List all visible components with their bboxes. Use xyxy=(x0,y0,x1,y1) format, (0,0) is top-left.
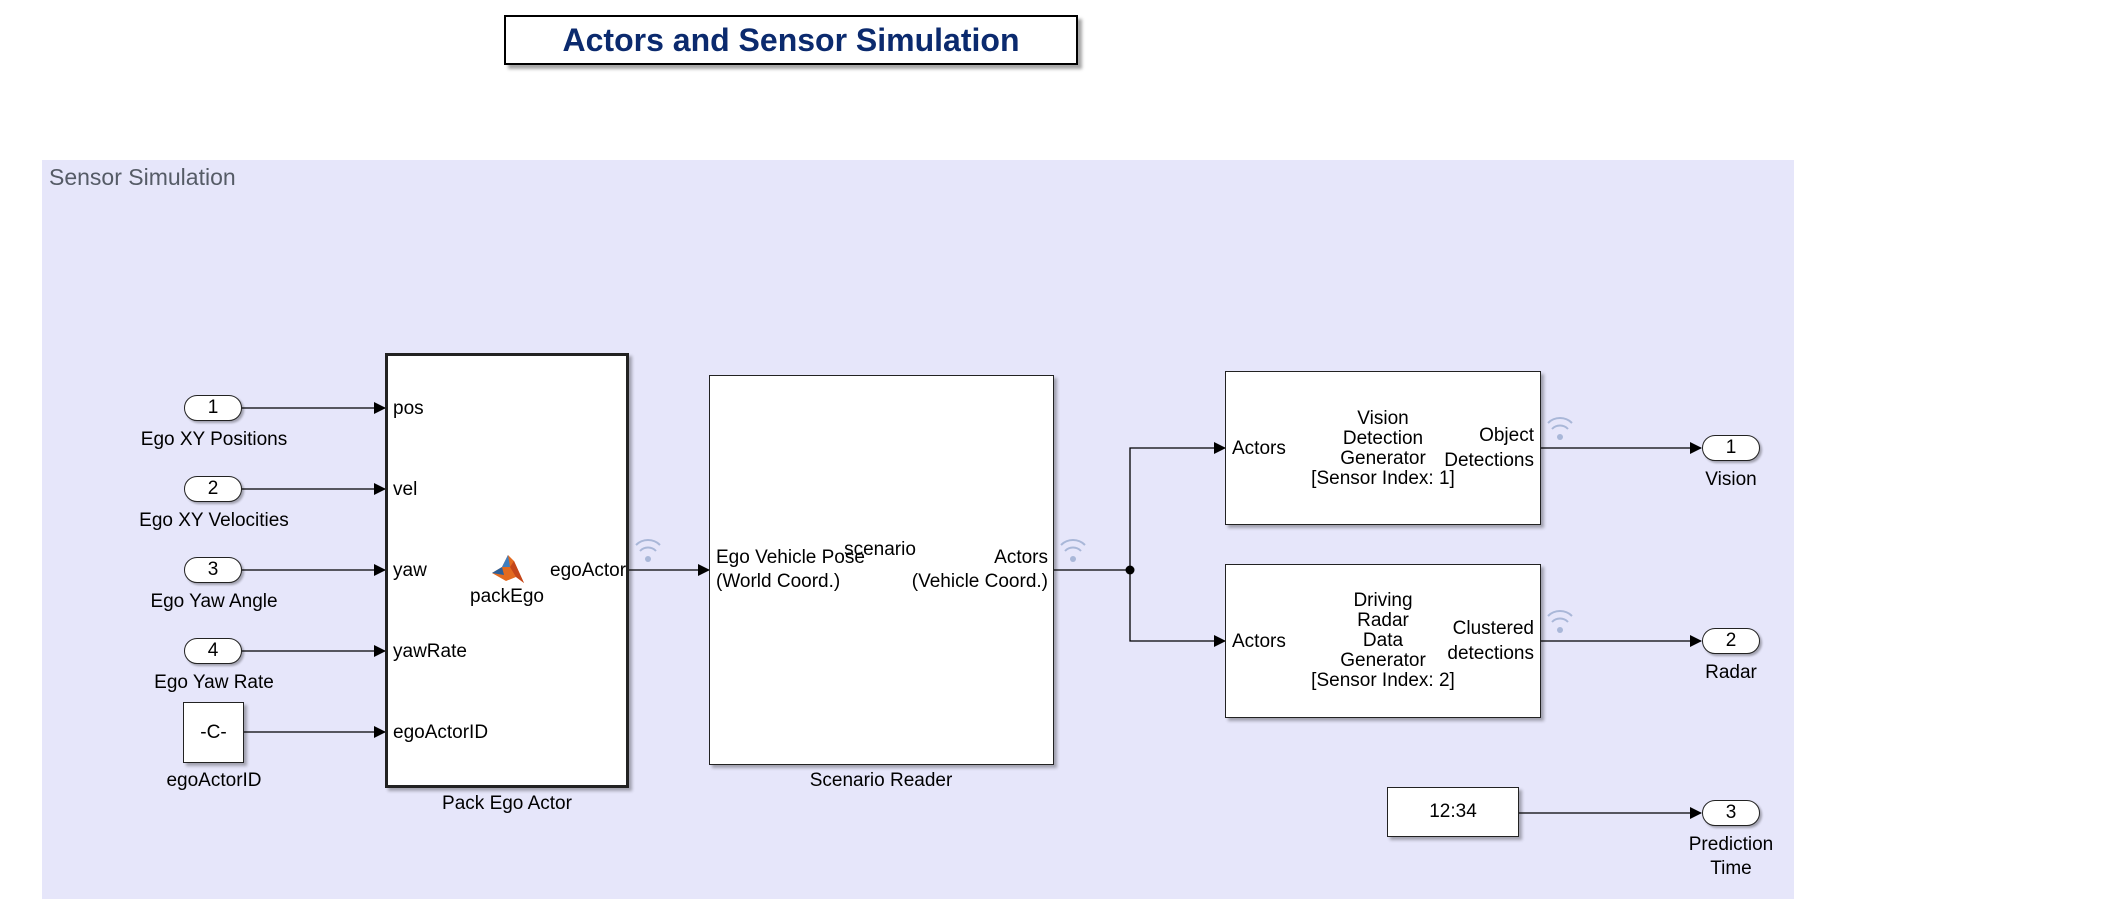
signal-log-icon-vision xyxy=(1547,417,1573,440)
scenario-reader-label: Scenario Reader xyxy=(809,770,953,791)
radar-input-actors: Actors xyxy=(1232,631,1286,652)
pack-ego-input-yaw: yaw xyxy=(393,560,427,581)
radar-output-line1: Clustered xyxy=(1452,618,1534,639)
radar-title-line3: Data xyxy=(1362,630,1404,651)
vision-detection-generator-block[interactable] xyxy=(1225,371,1541,525)
wire-actors-radar xyxy=(1129,570,1226,647)
driving-radar-data-generator-block[interactable] xyxy=(1225,564,1541,718)
outport-1-number: 1 xyxy=(1725,437,1737,458)
radar-title-line1: Driving xyxy=(1353,590,1413,611)
signal-log-icon-actors xyxy=(1060,539,1086,562)
inport-1-number: 1 xyxy=(207,397,219,418)
vision-title-line4: [Sensor Index: 1] xyxy=(1311,468,1455,489)
pack-ego-input-egoactorid: egoActorID xyxy=(393,722,489,743)
wire-actors-vision xyxy=(1129,442,1226,570)
radar-title-line5: [Sensor Index: 2] xyxy=(1311,670,1455,691)
pack-ego-output-egoactor: egoActor xyxy=(550,560,627,581)
inport-3[interactable]: 3 xyxy=(184,557,242,583)
inport-1-label: Ego XY Positions xyxy=(140,429,288,450)
scenario-reader-output-line1: Actors xyxy=(994,547,1048,568)
pack-ego-input-yawrate: yawRate xyxy=(393,641,467,662)
clock-value: 12:34 xyxy=(1429,801,1477,822)
constant-label: egoActorID xyxy=(166,770,262,791)
vision-title-line1: Vision xyxy=(1357,408,1409,429)
inport-2-number: 2 xyxy=(207,478,219,499)
radar-output-line2: detections xyxy=(1447,643,1534,664)
outport-3-label-line1: Prediction xyxy=(1688,834,1774,855)
constant-value: -C- xyxy=(200,721,227,743)
vision-output-line2: Detections xyxy=(1444,450,1534,471)
inport-4-number: 4 xyxy=(207,640,219,661)
outport-3[interactable]: 3 xyxy=(1702,800,1760,826)
inport-3-label: Ego Yaw Angle xyxy=(150,591,278,612)
pack-ego-actor-label: Pack Ego Actor xyxy=(442,793,572,814)
diagram-title: Actors and Sensor Simulation xyxy=(504,15,1078,65)
vision-input-actors: Actors xyxy=(1232,438,1286,459)
branch-point xyxy=(1125,565,1135,575)
scenario-reader-input-line2: (World Coord.) xyxy=(716,571,841,592)
scenario-reader-block[interactable] xyxy=(709,375,1054,765)
vision-title-line3: Generator xyxy=(1340,448,1426,469)
pack-ego-function-name: packEgo xyxy=(470,586,544,607)
area-label: Sensor Simulation xyxy=(49,164,236,190)
outport-2[interactable]: 2 xyxy=(1702,628,1760,654)
signal-log-icon-egoactor xyxy=(635,539,661,562)
signal-log-icon-radar xyxy=(1547,610,1573,633)
constant-block[interactable]: -C- xyxy=(183,702,244,763)
outport-2-number: 2 xyxy=(1725,630,1737,651)
inport-2-label: Ego XY Velocities xyxy=(139,510,289,531)
outport-1[interactable]: 1 xyxy=(1702,435,1760,461)
inport-2[interactable]: 2 xyxy=(184,476,242,502)
matlab-function-icon xyxy=(492,555,524,583)
outport-3-number: 3 xyxy=(1725,802,1737,823)
outport-2-label: Radar xyxy=(1705,662,1757,683)
clock-block[interactable]: 12:34 xyxy=(1387,787,1519,837)
pack-ego-input-pos: pos xyxy=(393,398,424,419)
scenario-reader-output-line2: (Vehicle Coord.) xyxy=(911,571,1048,592)
radar-title-line4: Generator xyxy=(1340,650,1426,671)
inport-4-label: Ego Yaw Rate xyxy=(154,672,274,693)
scenario-reader-input-line1: Ego Vehicle Pose xyxy=(716,547,865,568)
outport-1-label: Vision xyxy=(1705,469,1757,490)
pack-ego-input-vel: vel xyxy=(393,479,418,500)
outport-3-label-line2: Time xyxy=(1710,858,1752,879)
inport-3-number: 3 xyxy=(207,559,219,580)
radar-title-line2: Radar xyxy=(1357,610,1409,631)
inport-4[interactable]: 4 xyxy=(184,638,242,664)
scenario-reader-center-label: scenario xyxy=(844,539,916,560)
vision-output-line1: Object xyxy=(1479,425,1534,446)
vision-title-line2: Detection xyxy=(1342,428,1424,449)
inport-1[interactable]: 1 xyxy=(184,395,242,421)
